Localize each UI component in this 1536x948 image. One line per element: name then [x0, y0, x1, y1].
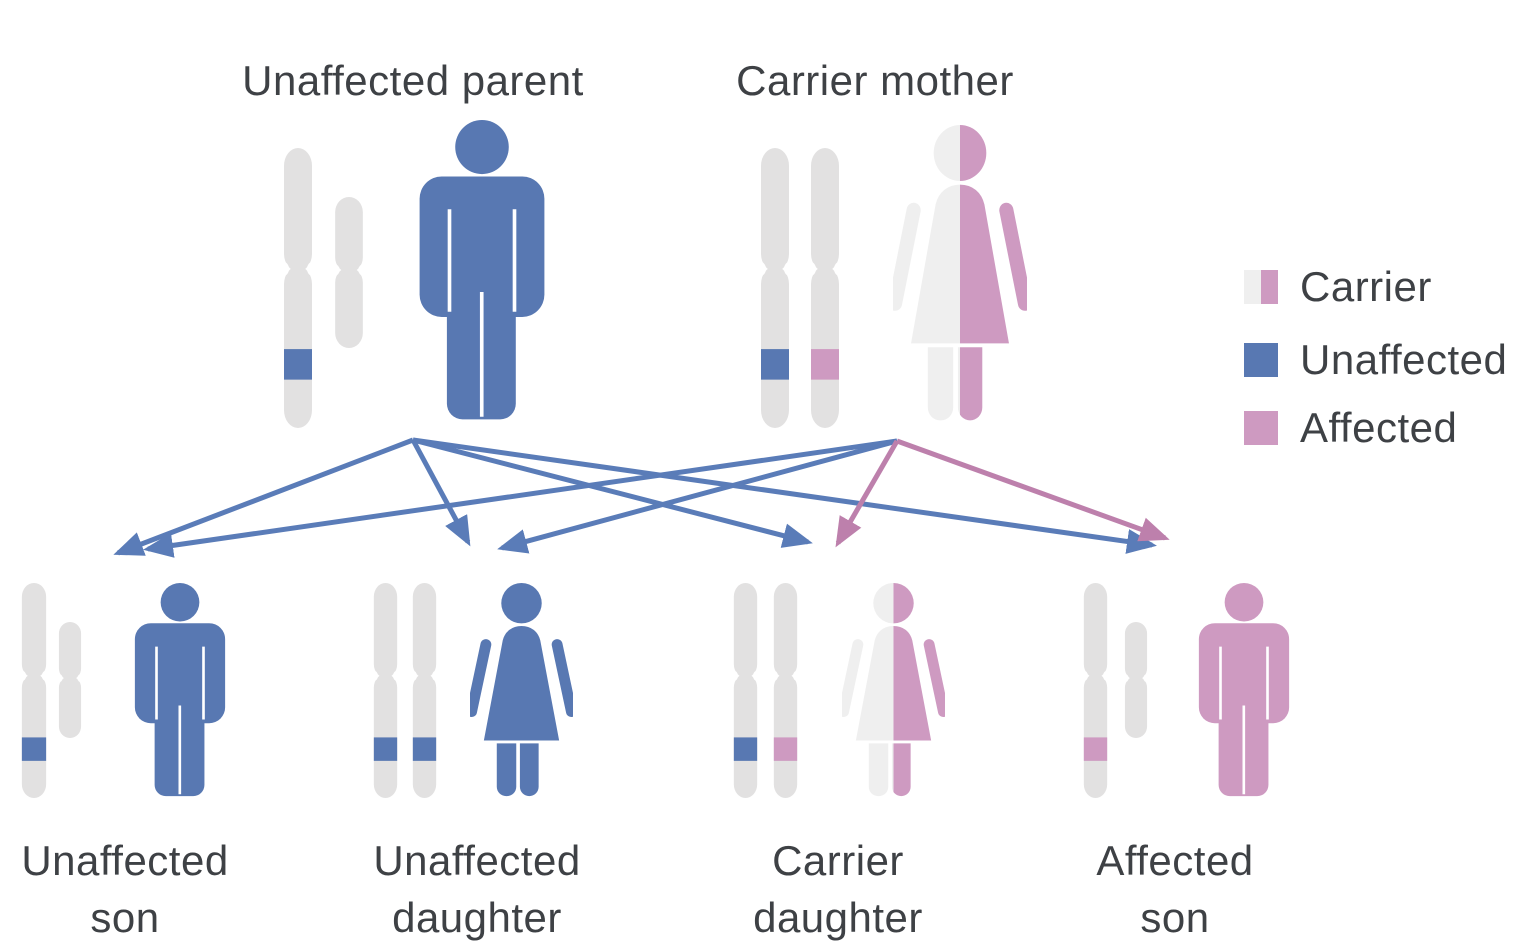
carrier-swatch-pink-half [1261, 270, 1278, 304]
arrow-father-to-carrier-daughter [412, 437, 813, 548]
arrow-father-to-affected-son [412, 437, 1157, 554]
carrier-daughter-x1-chromosome [733, 583, 758, 798]
mother-x2-chromosome [810, 148, 840, 428]
mother-x2-band [811, 349, 839, 380]
carrier-daughter-x1-band [733, 737, 758, 761]
affected-son-label-line2: son [1140, 894, 1210, 941]
affected-swatch [1244, 411, 1278, 445]
affected-son-figure [1197, 583, 1291, 798]
legend-row-carrier: Carrier [1244, 263, 1432, 311]
carrier-swatch [1244, 270, 1278, 304]
affected-son-y-chromosome [1124, 622, 1148, 738]
father-x-band [284, 349, 312, 380]
legend-row-unaffected: Unaffected [1244, 336, 1507, 384]
arrow-mother-to-affected-son [896, 438, 1170, 542]
carrier-daughter-label: Carrier daughter [753, 832, 923, 946]
carrier-daughter-x2-chromosome [773, 583, 798, 798]
carrier-daughter-figure-carrier-split [842, 583, 945, 798]
unaffected-son-x-band [21, 737, 47, 761]
unaffected-daughter-label: Unaffected daughter [373, 832, 580, 946]
unaffected-daughter-x2-chromosome [412, 583, 437, 798]
mother-title: Carrier mother [736, 57, 1014, 104]
father-y-chromosome [334, 197, 364, 348]
carrier-swatch-gray-half [1244, 270, 1261, 304]
arrow-mother-to-carrier-daughter [835, 439, 900, 548]
mother-figure-carrier-split [893, 125, 1027, 423]
unaffected-daughter-figure [470, 583, 573, 798]
unaffected-swatch [1244, 343, 1278, 377]
legend-label-affected: Affected [1300, 404, 1458, 451]
unaffected-daughter-x1-chromosome [373, 583, 398, 798]
arrow-father-to-unaffected-son [113, 437, 414, 556]
affected-son-label: Affected son [1096, 832, 1253, 946]
legend-label-unaffected: Unaffected [1300, 336, 1508, 383]
father-title: Unaffected parent [242, 57, 584, 104]
legend-row-affected: Affected [1244, 404, 1457, 452]
mother-x1-chromosome [760, 148, 790, 428]
affected-son-x-chromosome [1083, 583, 1108, 798]
unaffected-son-figure [133, 583, 227, 798]
affected-son-x-band [1083, 737, 1108, 761]
father-figure [417, 120, 547, 422]
unaffected-son-label-line2: son [90, 894, 160, 941]
unaffected-son-label: Unaffected son [21, 832, 228, 946]
unaffected-son-x-chromosome [21, 583, 47, 798]
father-x-chromosome [283, 148, 313, 428]
unaffected-daughter-label-line2: daughter [392, 894, 562, 941]
mother-x1-band [761, 349, 789, 380]
unaffected-daughter-x1-band [373, 737, 398, 761]
unaffected-son-y-chromosome [58, 622, 82, 738]
arrow-mother-to-unaffected-daughter [497, 438, 898, 554]
affected-son-label-line1: Affected [1096, 837, 1254, 884]
legend-label-carrier: Carrier [1300, 263, 1432, 310]
unaffected-son-label-line1: Unaffected [21, 837, 229, 884]
arrow-mother-to-unaffected-son [143, 438, 898, 558]
unaffected-daughter-x2-band [412, 737, 437, 761]
carrier-daughter-label-line1: Carrier [772, 837, 904, 884]
arrow-father-to-unaffected-daughter [410, 438, 471, 547]
carrier-daughter-label-line2: daughter [753, 894, 923, 941]
carrier-daughter-x2-band [773, 737, 798, 761]
unaffected-daughter-label-line1: Unaffected [373, 837, 581, 884]
